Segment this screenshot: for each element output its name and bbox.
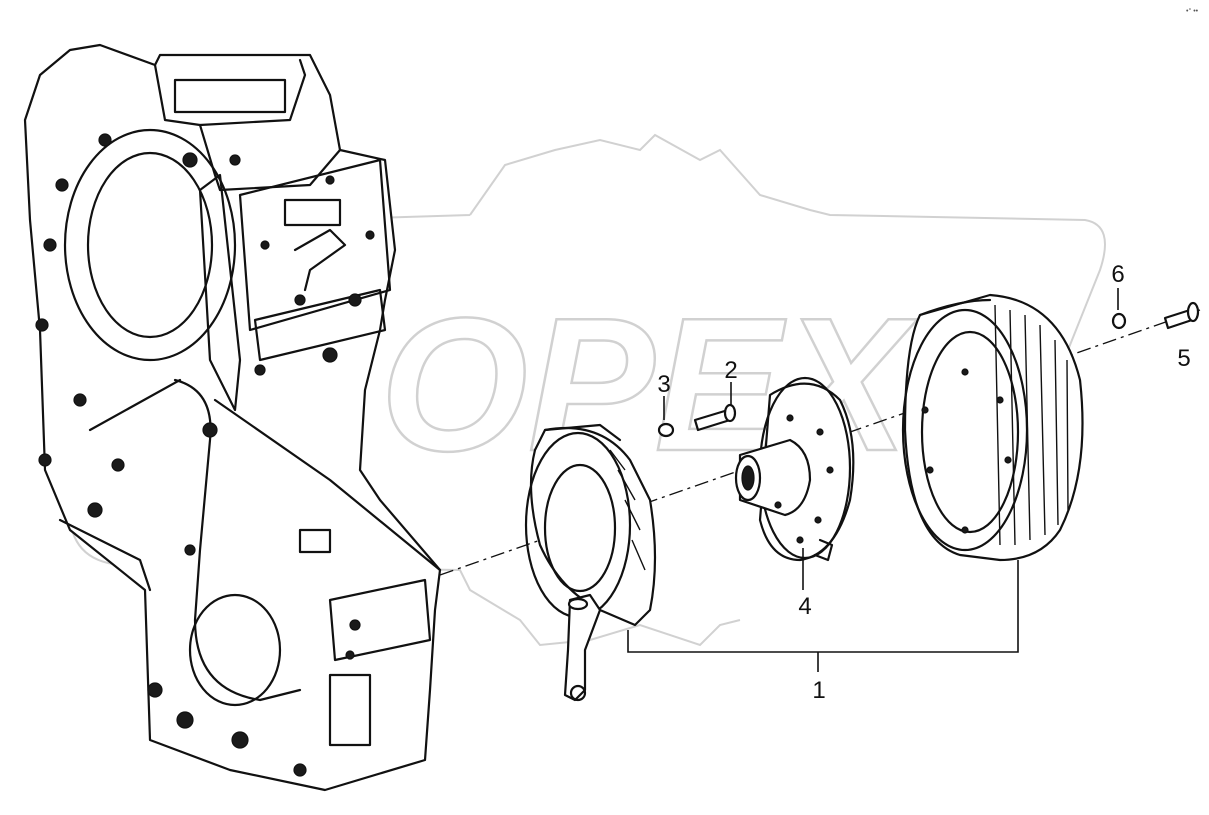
callout-labels: 1 2 3 4 5 6 [657, 261, 1190, 704]
washer-part-6 [1111, 288, 1127, 330]
corner-mark: •° •• [1186, 7, 1199, 15]
callout-1-bracket [627, 560, 1019, 672]
transmission-housing [23, 43, 442, 792]
callout-5: 5 [1177, 345, 1190, 372]
brake-band-assembly [524, 423, 657, 702]
brake-drum [901, 293, 1084, 562]
bolt-part-2 [693, 382, 737, 432]
callout-1: 1 [812, 677, 825, 704]
washer-part-3 [657, 396, 675, 438]
housing-bolt-holes [35, 133, 375, 777]
callout-6: 6 [1111, 261, 1124, 288]
callout-4: 4 [798, 593, 811, 620]
bolt-part-5 [1163, 301, 1200, 330]
callout-2: 2 [724, 357, 737, 384]
callout-3: 3 [657, 371, 670, 398]
hub-flange-part-4 [734, 376, 855, 590]
